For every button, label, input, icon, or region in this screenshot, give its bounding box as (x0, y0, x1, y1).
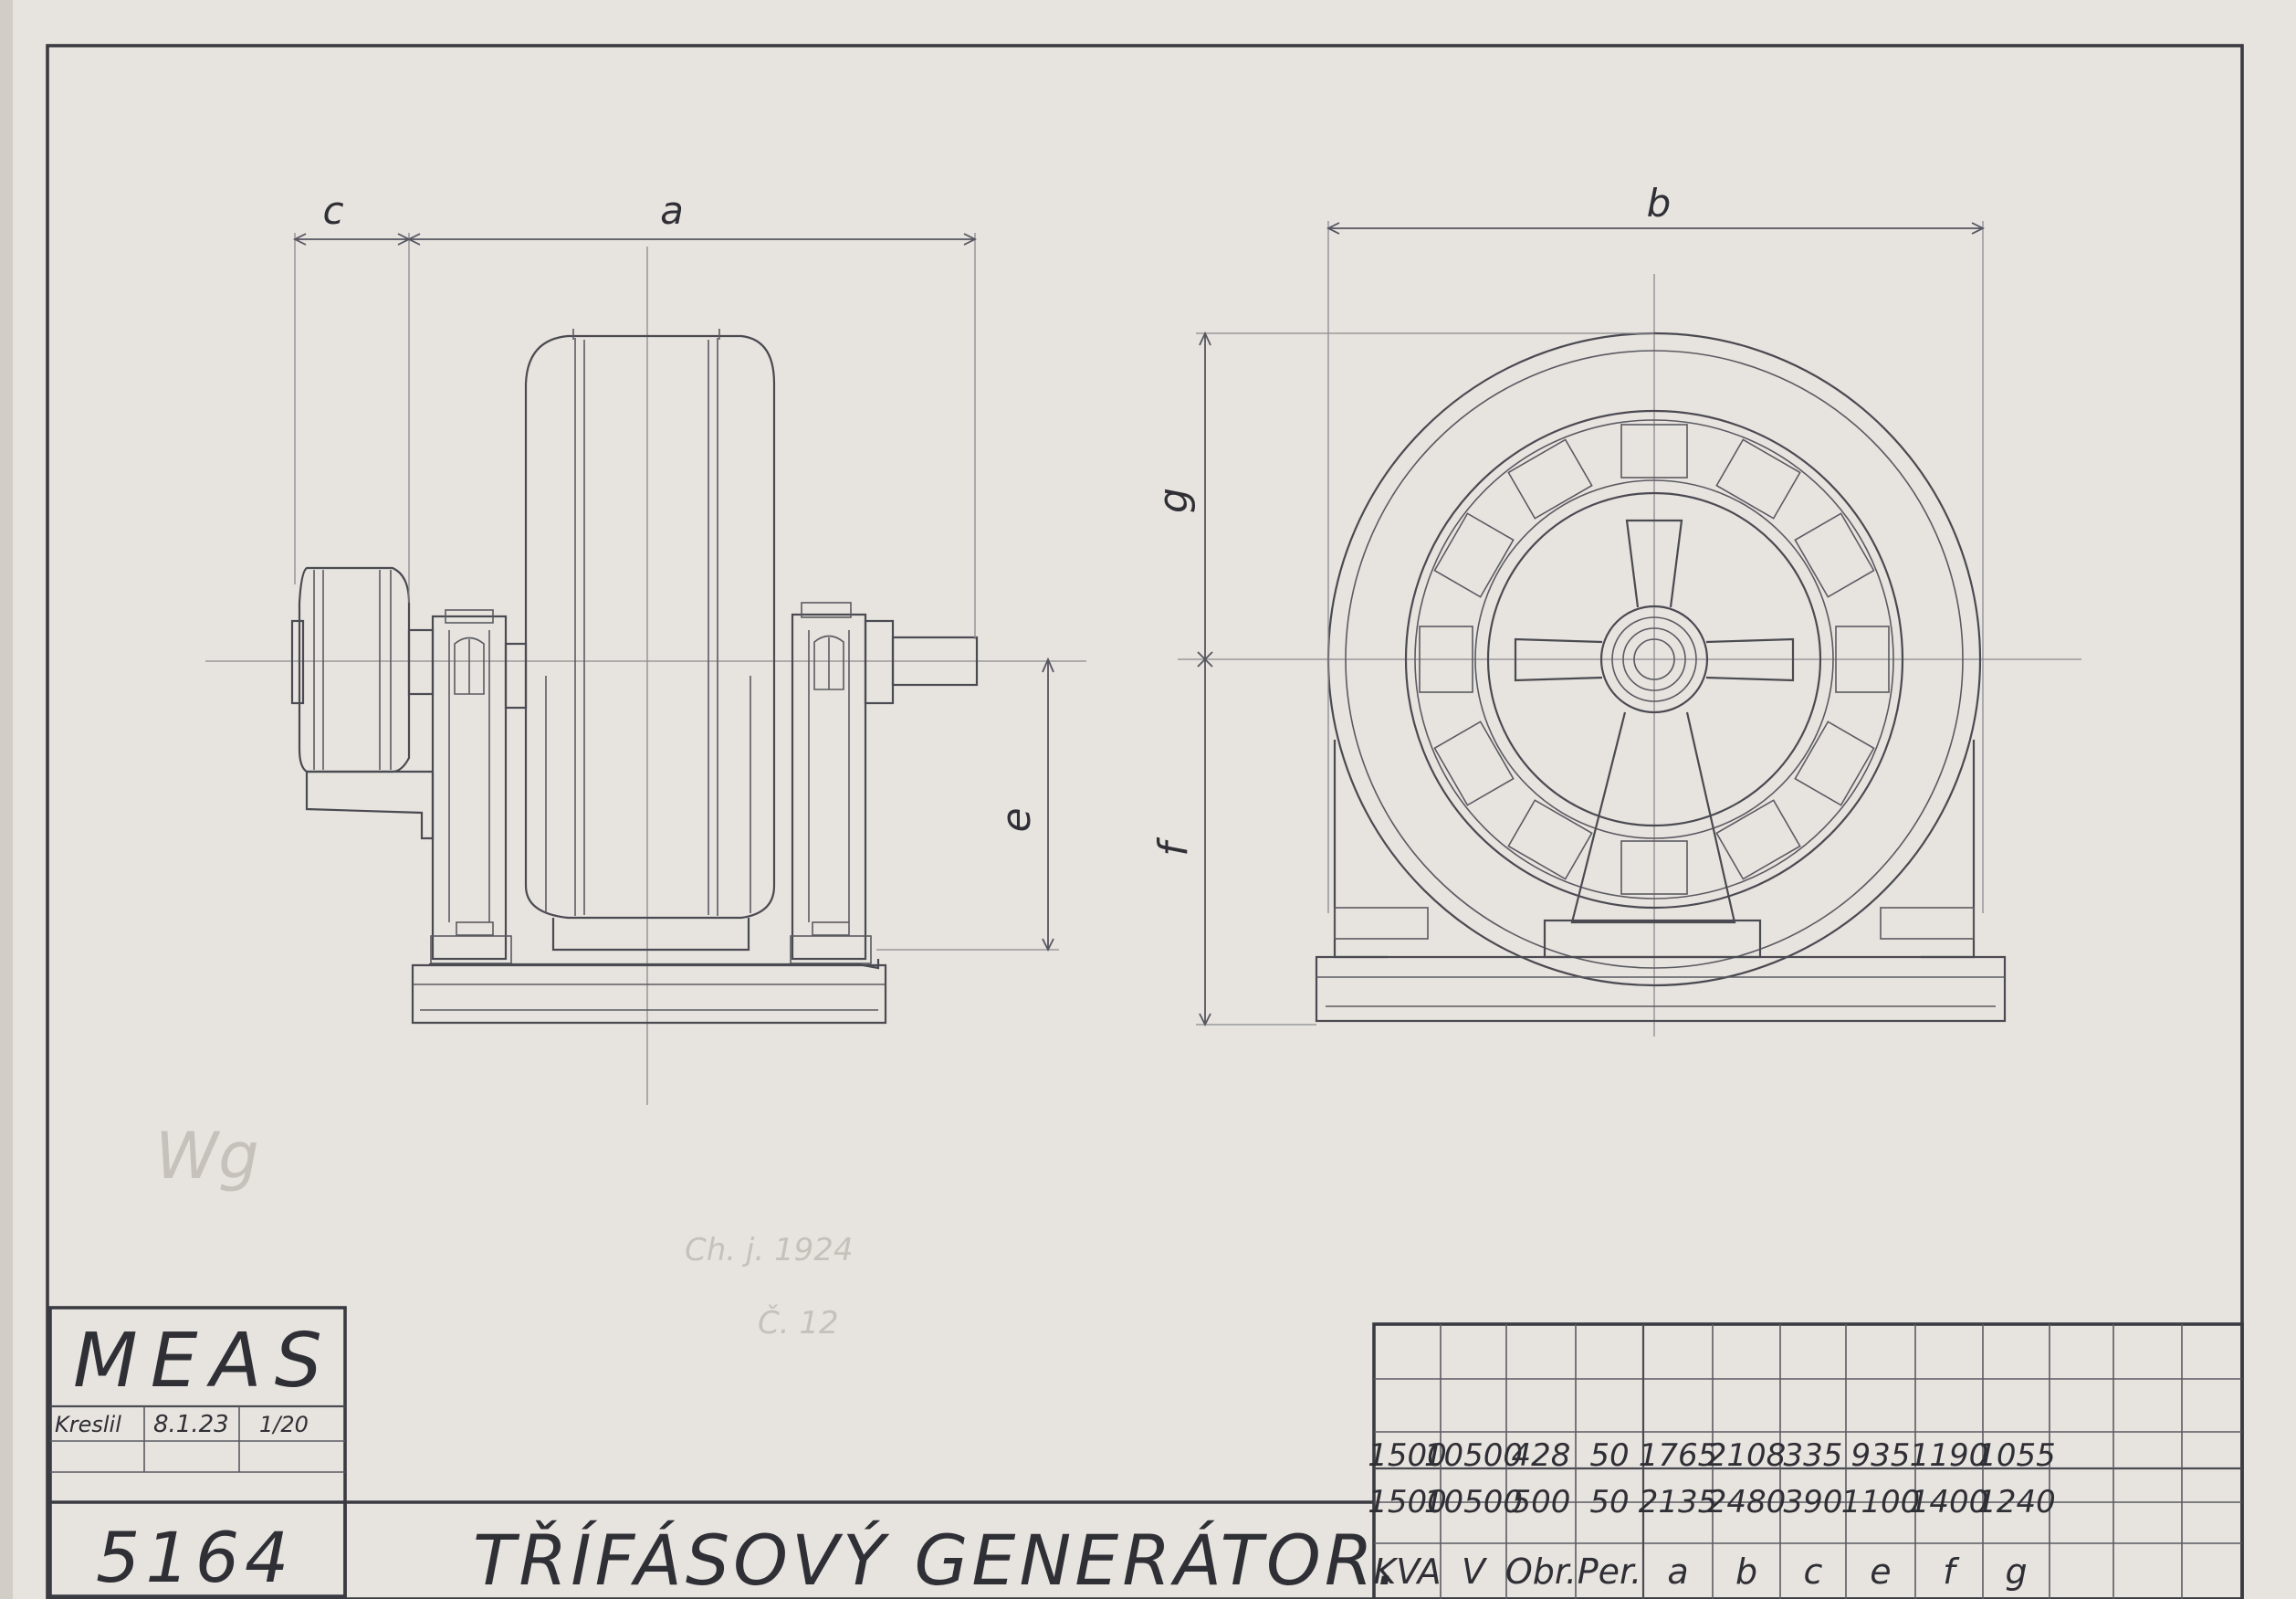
paper-left-edge (0, 0, 13, 1599)
spec-row-2-cell: 390 (1784, 1484, 1843, 1520)
spec-row-2-cell: 1240 (1976, 1484, 2056, 1520)
company-name: MEAS (73, 1318, 335, 1404)
spec-row-2-cell: 500 (1512, 1484, 1571, 1520)
dim-label-g: g (1150, 488, 1197, 513)
spec-row-2-cell: 1100 (1841, 1484, 1921, 1520)
title-block (48, 1306, 1374, 1599)
drawing-border (46, 44, 2244, 1599)
front-view (1178, 221, 2081, 1036)
spec-row-1-cell: 335 (1784, 1437, 1843, 1474)
spec-header-cell: Per. (1578, 1552, 1642, 1592)
rotor-spokes (1514, 519, 1795, 682)
spec-row-1-cell: 1190 (1910, 1437, 1989, 1474)
spec-row-2-cell: 2480 (1707, 1484, 1787, 1520)
side-view (205, 233, 1086, 1105)
spec-row-1-cell: 1055 (1976, 1437, 2056, 1474)
spec-row-1-cell: 2108 (1707, 1437, 1787, 1474)
drawing-title: TŘÍFÁSOVÝ GENERÁTOR. (473, 1519, 1402, 1599)
dim-label-c: c (322, 188, 343, 233)
spec-row-1-cell: 1765 (1639, 1437, 1718, 1474)
spec-row-1-cell: 50 (1589, 1437, 1629, 1474)
dim-label-a: a (660, 188, 684, 233)
spec-header-cell: g (2005, 1552, 2027, 1592)
spec-header-cell: b (1735, 1552, 1757, 1592)
spec-row-1-cell: 10500 (1424, 1437, 1523, 1474)
spec-row-2-cell: 10500 (1424, 1484, 1523, 1520)
spec-row-1-cell: 1500 (1368, 1437, 1447, 1474)
faint-note-2: Č. 12 (758, 1304, 839, 1341)
spec-header-cell: KVA (1373, 1552, 1441, 1592)
spec-row-2-cell: 1400 (1910, 1484, 1989, 1520)
dim-label-b: b (1647, 181, 1672, 226)
faint-note-1: Ch. j. 1924 (685, 1232, 854, 1268)
spec-row-2-cell: 1500 (1368, 1484, 1447, 1520)
drawn-by-label: Kreslil (55, 1412, 121, 1437)
spec-row-1-cell: 935 (1851, 1437, 1911, 1474)
spec-header-cell: V (1462, 1552, 1488, 1592)
spec-header-cell: c (1804, 1552, 1823, 1592)
spec-header-cell: a (1667, 1552, 1688, 1592)
pencil-initials: Wg (155, 1119, 259, 1194)
dim-label-e: e (993, 807, 1040, 832)
spec-row-1-cell: 428 (1512, 1437, 1571, 1474)
drawn-date: 8.1.23 (153, 1411, 229, 1438)
spec-row-2-cell: 2135 (1639, 1484, 1718, 1520)
spec-row-2-cell: 50 (1589, 1484, 1629, 1520)
drawing-scale: 1/20 (259, 1412, 309, 1437)
stator-teeth (1419, 424, 1890, 895)
spec-header-cell: e (1870, 1552, 1891, 1592)
spec-header-cell: Obr. (1505, 1552, 1577, 1592)
drawing-number: 5164 (96, 1517, 294, 1598)
